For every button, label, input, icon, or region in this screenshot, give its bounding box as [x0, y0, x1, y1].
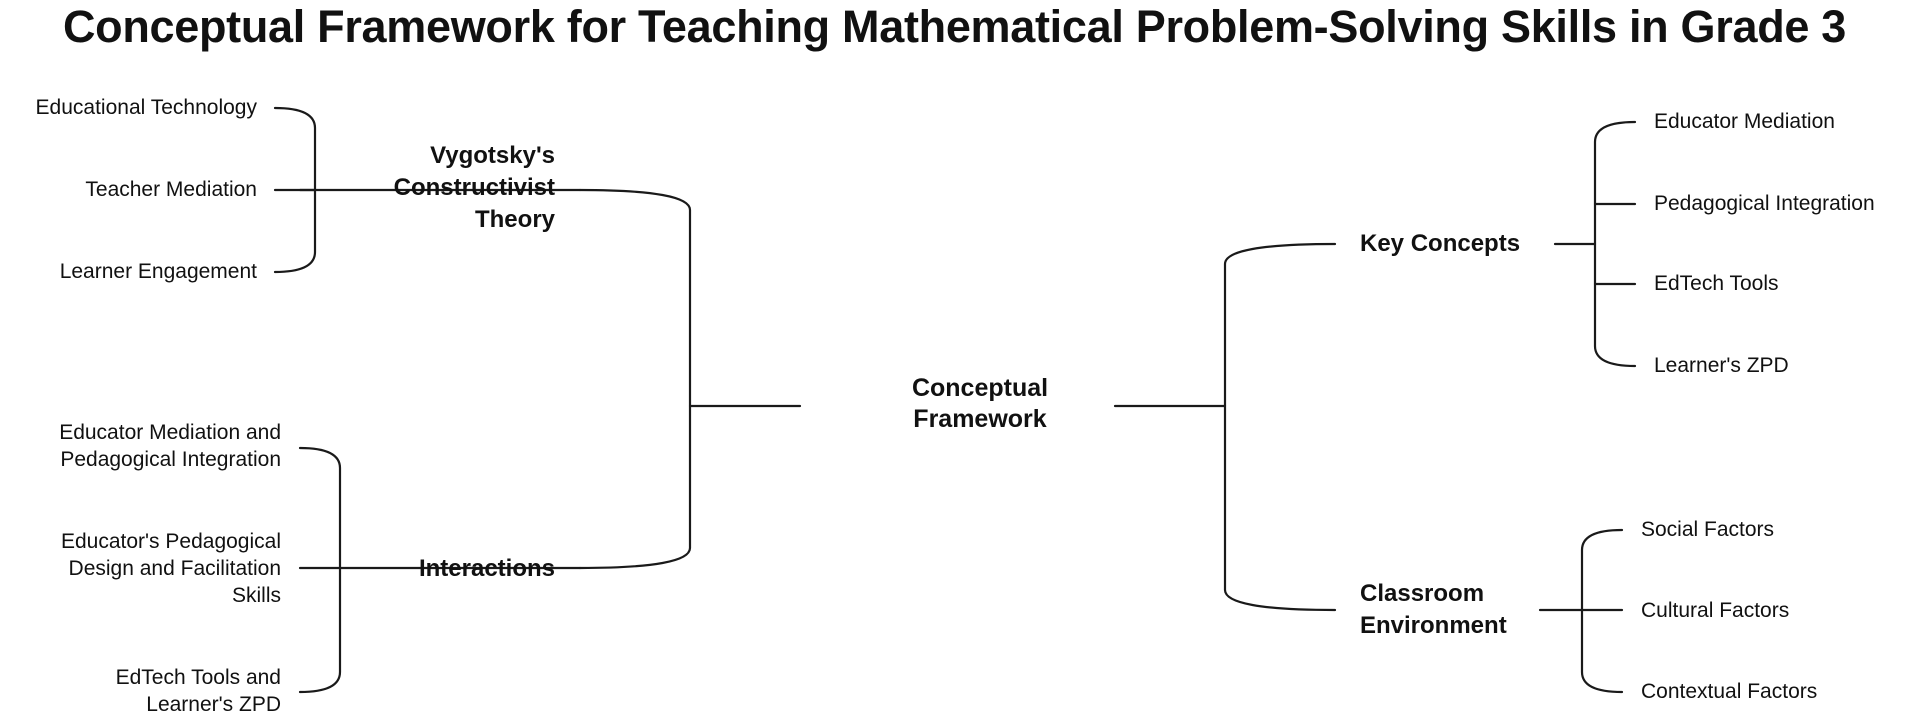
leaf-edtech-zpd: EdTech Tools and Learner's ZPD — [115, 666, 281, 716]
leaf-learner-engagement: Learner Engagement — [59, 260, 257, 283]
root-node: Conceptual Framework — [911, 374, 1049, 433]
branch-classroom-environment: Classroom Environment — [1360, 580, 1507, 639]
leaf-social-factors: Social Factors — [1641, 518, 1775, 541]
leaf-teacher-mediation: Teacher Mediation — [85, 178, 257, 201]
leaf-educational-technology: Educational Technology — [35, 96, 257, 119]
connector-keyconcepts-bracket — [1593, 120, 1637, 368]
connector-interactions-bracket — [298, 446, 342, 694]
leaf-learners-zpd: Learner's ZPD — [1654, 354, 1789, 377]
connector-right-trunk — [1223, 242, 1337, 612]
leaf-cultural-factors: Cultural Factors — [1641, 599, 1790, 622]
branch-interactions: Interactions — [418, 555, 555, 582]
leaf-educator-mediation-integration: Educator Mediation and Pedagogical Integ… — [59, 421, 281, 471]
leaf-edtech-tools: EdTech Tools — [1654, 272, 1779, 295]
leaf-pedagogical-integration: Pedagogical Integration — [1654, 192, 1875, 215]
branch-key-concepts: Key Concepts — [1360, 230, 1521, 257]
leaf-pedagogical-design: Educator's Pedagogical Design and Facili… — [61, 530, 281, 607]
connector-left-trunk — [578, 188, 692, 570]
branch-vygotsky: Vygotsky's Constructivist Theory — [393, 142, 555, 233]
diagram-title: Conceptual Framework for Teaching Mathem… — [62, 1, 1847, 52]
leaf-contextual-factors: Contextual Factors — [1641, 680, 1818, 703]
leaf-educator-mediation: Educator Mediation — [1654, 110, 1835, 133]
